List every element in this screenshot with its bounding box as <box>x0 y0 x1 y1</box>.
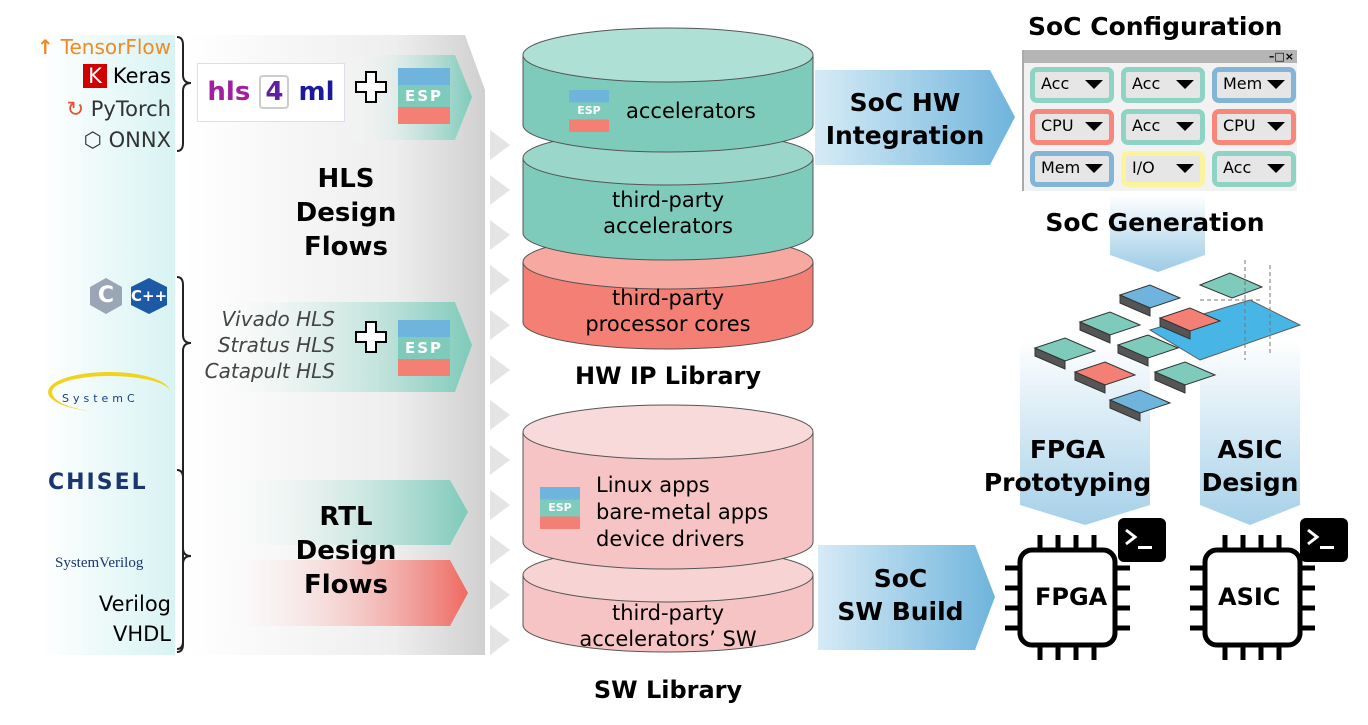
tile-label: I/O <box>1132 158 1155 177</box>
tile-label: Mem <box>1223 74 1263 93</box>
fpga-arrow <box>1020 340 1150 525</box>
dropdown-arrow-icon[interactable] <box>1085 80 1103 89</box>
sw-library-cylinder <box>522 404 814 653</box>
esp-logo: ESP <box>398 320 450 376</box>
esp-logo: ESP <box>398 68 450 124</box>
onnx-logo: ⬡ ONNX <box>83 128 171 152</box>
hw-integration-arrow <box>815 70 1015 165</box>
plus-icon <box>355 71 387 103</box>
terminal-icon <box>1300 518 1348 562</box>
tile-label: Acc <box>1041 74 1070 93</box>
dropdown-arrow-icon[interactable] <box>1267 164 1285 173</box>
tile-type-dropdown[interactable]: CPU <box>1030 109 1114 145</box>
systemverilog-logo: SystemVerilog <box>55 555 144 571</box>
tile-label: Acc <box>1132 116 1161 135</box>
cpp-logo: C++ <box>131 278 167 314</box>
rtl-teal-arrow <box>215 480 468 545</box>
tile-type-dropdown[interactable]: Acc <box>1212 151 1296 187</box>
hw-ip-library-label: HW IP Library <box>575 362 761 390</box>
tile-label: Mem <box>1041 158 1081 177</box>
c-logo: C <box>90 278 122 314</box>
systemc-logo: SystemC <box>62 392 139 405</box>
terminal-icon <box>1118 518 1166 562</box>
chisel-logo: CHISEL <box>48 470 148 495</box>
maximize-button[interactable]: □ <box>1274 50 1285 63</box>
verilog-label: Verilog <box>98 592 171 616</box>
tile-type-dropdown[interactable]: Acc <box>1121 67 1205 103</box>
flow-chevrons <box>490 130 510 655</box>
tile-type-dropdown[interactable]: Mem <box>1030 151 1114 187</box>
vhdl-label: VHDL <box>112 622 171 646</box>
tile-type-dropdown[interactable]: Acc <box>1121 109 1205 145</box>
hw-layer-accelerators: accelerators <box>626 99 756 123</box>
dropdown-arrow-icon[interactable] <box>1176 164 1194 173</box>
tensorflow-logo: ↑ TensorFlow <box>36 35 171 59</box>
hw-ip-library-cylinder <box>522 27 814 350</box>
inputs-panel <box>40 35 175 655</box>
sw-library-label: SW Library <box>593 676 743 704</box>
soc-tile-grid <box>1033 260 1302 422</box>
rtl-red-arrow <box>215 560 468 626</box>
plus-icon <box>355 321 387 353</box>
dropdown-arrow-icon[interactable] <box>1085 122 1103 131</box>
asic-chip-label: ASIC <box>1218 583 1281 611</box>
tile-type-dropdown[interactable]: Mem <box>1212 67 1296 103</box>
dropdown-arrow-icon[interactable] <box>1085 164 1103 173</box>
fpga-chip-label: FPGA <box>1035 583 1108 611</box>
systemc-swoosh <box>48 372 170 412</box>
brackets <box>176 36 192 653</box>
tile-type-dropdown[interactable]: Acc <box>1030 67 1114 103</box>
soc-generation-arrow <box>1110 195 1205 272</box>
dropdown-arrow-icon[interactable] <box>1176 80 1194 89</box>
tile-label: Acc <box>1223 158 1252 177</box>
minimize-button[interactable]: – <box>1268 50 1275 63</box>
fpga-chip-icon <box>1005 535 1130 660</box>
pytorch-logo: ↻ PyTorch <box>66 97 171 121</box>
tile-type-dropdown[interactable]: CPU <box>1212 109 1296 145</box>
soc-configuration-title: SoC Configuration <box>1028 12 1283 41</box>
asic-chip-icon <box>1190 535 1315 660</box>
hls4ml-logo: hls 4 ml <box>197 63 345 122</box>
tile-label: CPU <box>1041 116 1074 135</box>
window-titlebar: –□× <box>1024 50 1297 63</box>
sw-build-arrow <box>818 545 995 650</box>
close-button[interactable]: × <box>1284 50 1294 63</box>
dropdown-arrow-icon[interactable] <box>1267 80 1285 89</box>
dropdown-arrow-icon[interactable] <box>1267 122 1285 131</box>
asic-arrow <box>1200 340 1300 525</box>
esp-logo: ESP <box>540 487 580 529</box>
tile-label: CPU <box>1223 116 1256 135</box>
tile-label: Acc <box>1132 74 1161 93</box>
dropdown-arrow-icon[interactable] <box>1176 122 1194 131</box>
soc-generation-label: SoC Generation <box>1045 208 1265 237</box>
esp-logo: ESP <box>569 90 609 132</box>
tile-type-dropdown[interactable]: I/O <box>1121 151 1205 187</box>
